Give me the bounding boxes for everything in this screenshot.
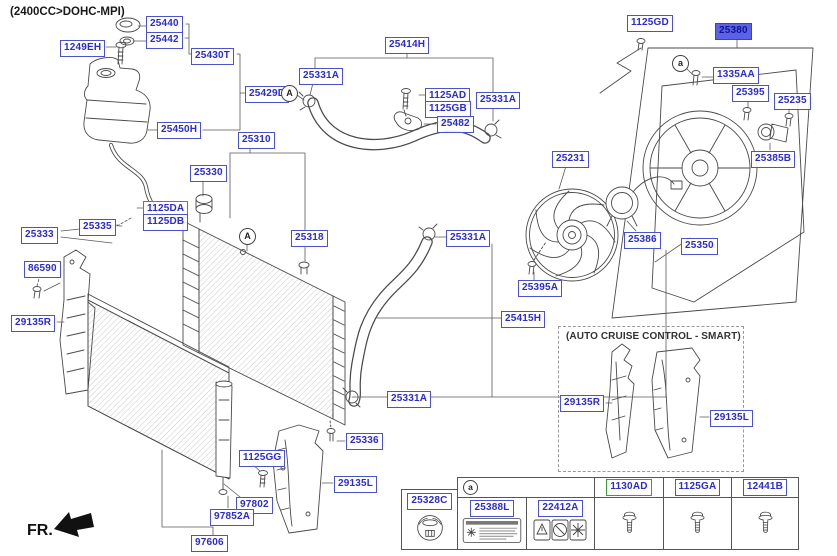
air-guard-right-sketch — [32, 249, 96, 395]
part-label-25331a[interactable]: 25331A — [299, 68, 344, 85]
part-label-25380[interactable]: 25380 — [715, 23, 752, 40]
auto-cruise-inset-box: (AUTO CRUISE CONTROL - SMART) — [558, 326, 744, 472]
part-label-25331a[interactable]: 25331A — [476, 92, 521, 109]
air-guard-left-sketch — [272, 424, 324, 534]
front-direction-label: FR. — [27, 522, 53, 539]
callout-marker-A: A — [239, 228, 256, 245]
part-label-25395a[interactable]: 25395A — [518, 280, 563, 297]
bom-ref-cell: 25328C — [401, 489, 458, 550]
flange-bolt-icon — [690, 511, 705, 533]
fan-warning-sticker-icon — [533, 519, 586, 540]
inset-air-guards-sketch — [605, 343, 701, 459]
auto-cruise-inset-title: (AUTO CRUISE CONTROL - SMART) — [566, 331, 741, 342]
page-title: (2400CC>DOHC-MPI) — [10, 6, 125, 18]
bom-sticker-cell: 25388L — [458, 498, 526, 549]
part-label-25231[interactable]: 25231 — [552, 151, 589, 168]
bom-bolt-cell — [594, 498, 663, 549]
part-label-25388l[interactable]: 25388L — [470, 500, 514, 517]
part-label-25385b[interactable]: 25385B — [751, 151, 796, 168]
coolant-caution-sticker-icon — [462, 517, 522, 543]
part-label-25442[interactable]: 25442 — [146, 32, 183, 49]
part-label-25310[interactable]: 25310 — [238, 132, 275, 149]
part-label-25414h[interactable]: 25414H — [385, 37, 430, 54]
part-label-1125db[interactable]: 1125DB — [143, 214, 189, 231]
front-direction-arrow-icon — [54, 512, 94, 537]
cooling-fan-sketch — [525, 188, 619, 282]
bom-column-header: 1130AD — [594, 478, 663, 497]
bom-group-header-cell: a — [458, 478, 594, 497]
part-label-25430t[interactable]: 25430T — [191, 48, 235, 65]
part-label-25415h[interactable]: 25415H — [501, 311, 546, 328]
part-label-25328c[interactable]: 25328C — [407, 493, 452, 510]
part-label-97606[interactable]: 97606 — [191, 535, 228, 552]
part-label-97852a[interactable]: 97852A — [210, 509, 255, 526]
part-label-29135r[interactable]: 29135R — [11, 315, 56, 332]
part-label-1130ad[interactable]: 1130AD — [606, 479, 652, 496]
callout-marker-a: a — [463, 480, 478, 495]
part-label-86590[interactable]: 86590 — [24, 261, 61, 278]
part-label-1125gd[interactable]: 1125GD — [627, 15, 673, 32]
part-label-1125ga[interactable]: 1125GA — [674, 479, 721, 496]
part-label-25318[interactable]: 25318 — [291, 230, 328, 247]
part-label-25333[interactable]: 25333 — [21, 227, 58, 244]
part-label-25440[interactable]: 25440 — [146, 16, 183, 33]
part-label-12441b[interactable]: 12441B — [742, 479, 788, 496]
condenser-sketch — [87, 293, 268, 495]
radiator-cap-icon — [416, 514, 443, 541]
part-label-25350[interactable]: 25350 — [681, 238, 718, 255]
bom-sticker-cell: 22412A — [526, 498, 594, 549]
part-label-25386[interactable]: 25386 — [624, 232, 661, 249]
part-label-1335aa[interactable]: 1335AA — [713, 67, 759, 84]
part-label-25331a[interactable]: 25331A — [446, 230, 491, 247]
part-label-25235[interactable]: 25235 — [774, 93, 811, 110]
flange-bolt-icon — [758, 511, 772, 533]
fastener-table: a 1130AD 1125GA 12441B 25388L 22412A — [457, 477, 799, 550]
part-label-25335[interactable]: 25335 — [79, 219, 116, 236]
part-label-25331a[interactable]: 25331A — [387, 391, 432, 408]
bom-bolt-cell — [731, 498, 798, 549]
part-label-25482[interactable]: 25482 — [437, 116, 474, 133]
part-label-29135l[interactable]: 29135L — [334, 476, 378, 493]
part-label-1249eh[interactable]: 1249EH — [60, 40, 106, 57]
bom-column-header: 1125GA — [663, 478, 731, 497]
radiator-sketch — [182, 194, 346, 442]
part-label-25450h[interactable]: 25450H — [157, 122, 202, 139]
part-label-1125gg[interactable]: 1125GG — [239, 450, 286, 467]
bom-column-header: 12441B — [731, 478, 798, 497]
part-label-25330[interactable]: 25330 — [190, 165, 227, 182]
callout-marker-a: a — [672, 55, 689, 72]
part-label-29135r[interactable]: 29135R — [560, 395, 605, 412]
fan-shroud-sketch — [599, 38, 814, 319]
part-label-22412a[interactable]: 22412A — [538, 500, 583, 517]
flange-bolt-icon — [622, 511, 636, 533]
part-label-29135l[interactable]: 29135L — [710, 410, 754, 427]
part-label-25395[interactable]: 25395 — [732, 85, 769, 102]
bom-bolt-cell — [663, 498, 731, 549]
part-label-25336[interactable]: 25336 — [346, 433, 383, 450]
callout-marker-A: A — [281, 85, 298, 102]
